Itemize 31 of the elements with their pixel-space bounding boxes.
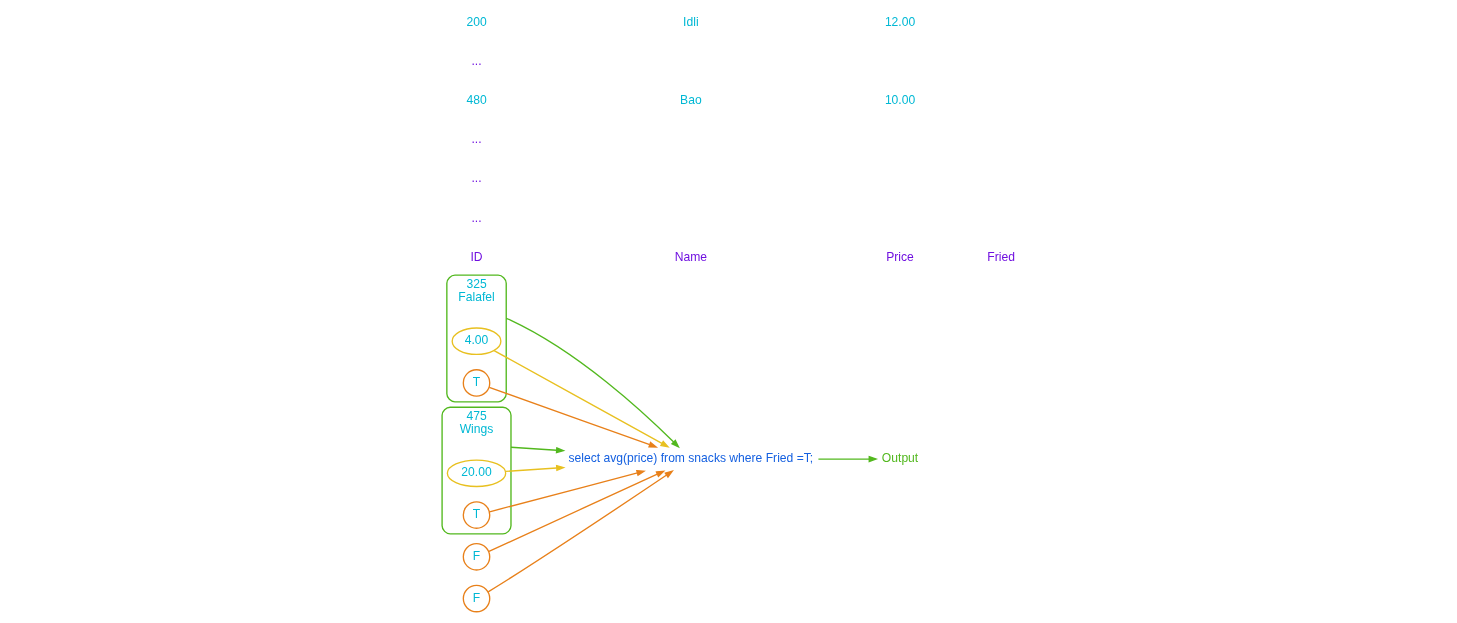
label: Idli	[683, 15, 699, 30]
label: 10.00	[884, 93, 916, 108]
node-circle: F	[462, 584, 491, 613]
label: 12.00	[884, 15, 916, 30]
arrow	[487, 470, 674, 593]
label: Fried	[987, 249, 1015, 264]
label: Bao	[680, 93, 702, 108]
node-circle: F	[462, 542, 491, 571]
arrow	[488, 470, 666, 553]
label: ...	[471, 54, 482, 69]
label: 480	[466, 93, 487, 108]
arrow	[504, 464, 566, 473]
label: ...	[471, 171, 482, 186]
arrow	[510, 446, 566, 454]
node-text: Output	[881, 451, 919, 466]
arrow	[493, 349, 670, 448]
node-ellipse: 20.00	[446, 459, 507, 488]
node-circle: T	[462, 501, 491, 529]
label: ...	[471, 132, 482, 147]
label: Price	[886, 249, 914, 264]
arrow	[488, 469, 646, 513]
node-circle: T	[462, 369, 491, 397]
label: Name	[674, 249, 708, 264]
node-ellipse: 4.00	[451, 327, 502, 356]
arrow	[488, 386, 659, 448]
arrow	[817, 455, 878, 463]
node-text: select avg(price) from snacks where Fried =T;	[568, 451, 814, 466]
arrow	[505, 317, 680, 449]
label: 200	[466, 15, 487, 30]
label: ...	[471, 210, 482, 225]
label: ID	[470, 249, 483, 264]
